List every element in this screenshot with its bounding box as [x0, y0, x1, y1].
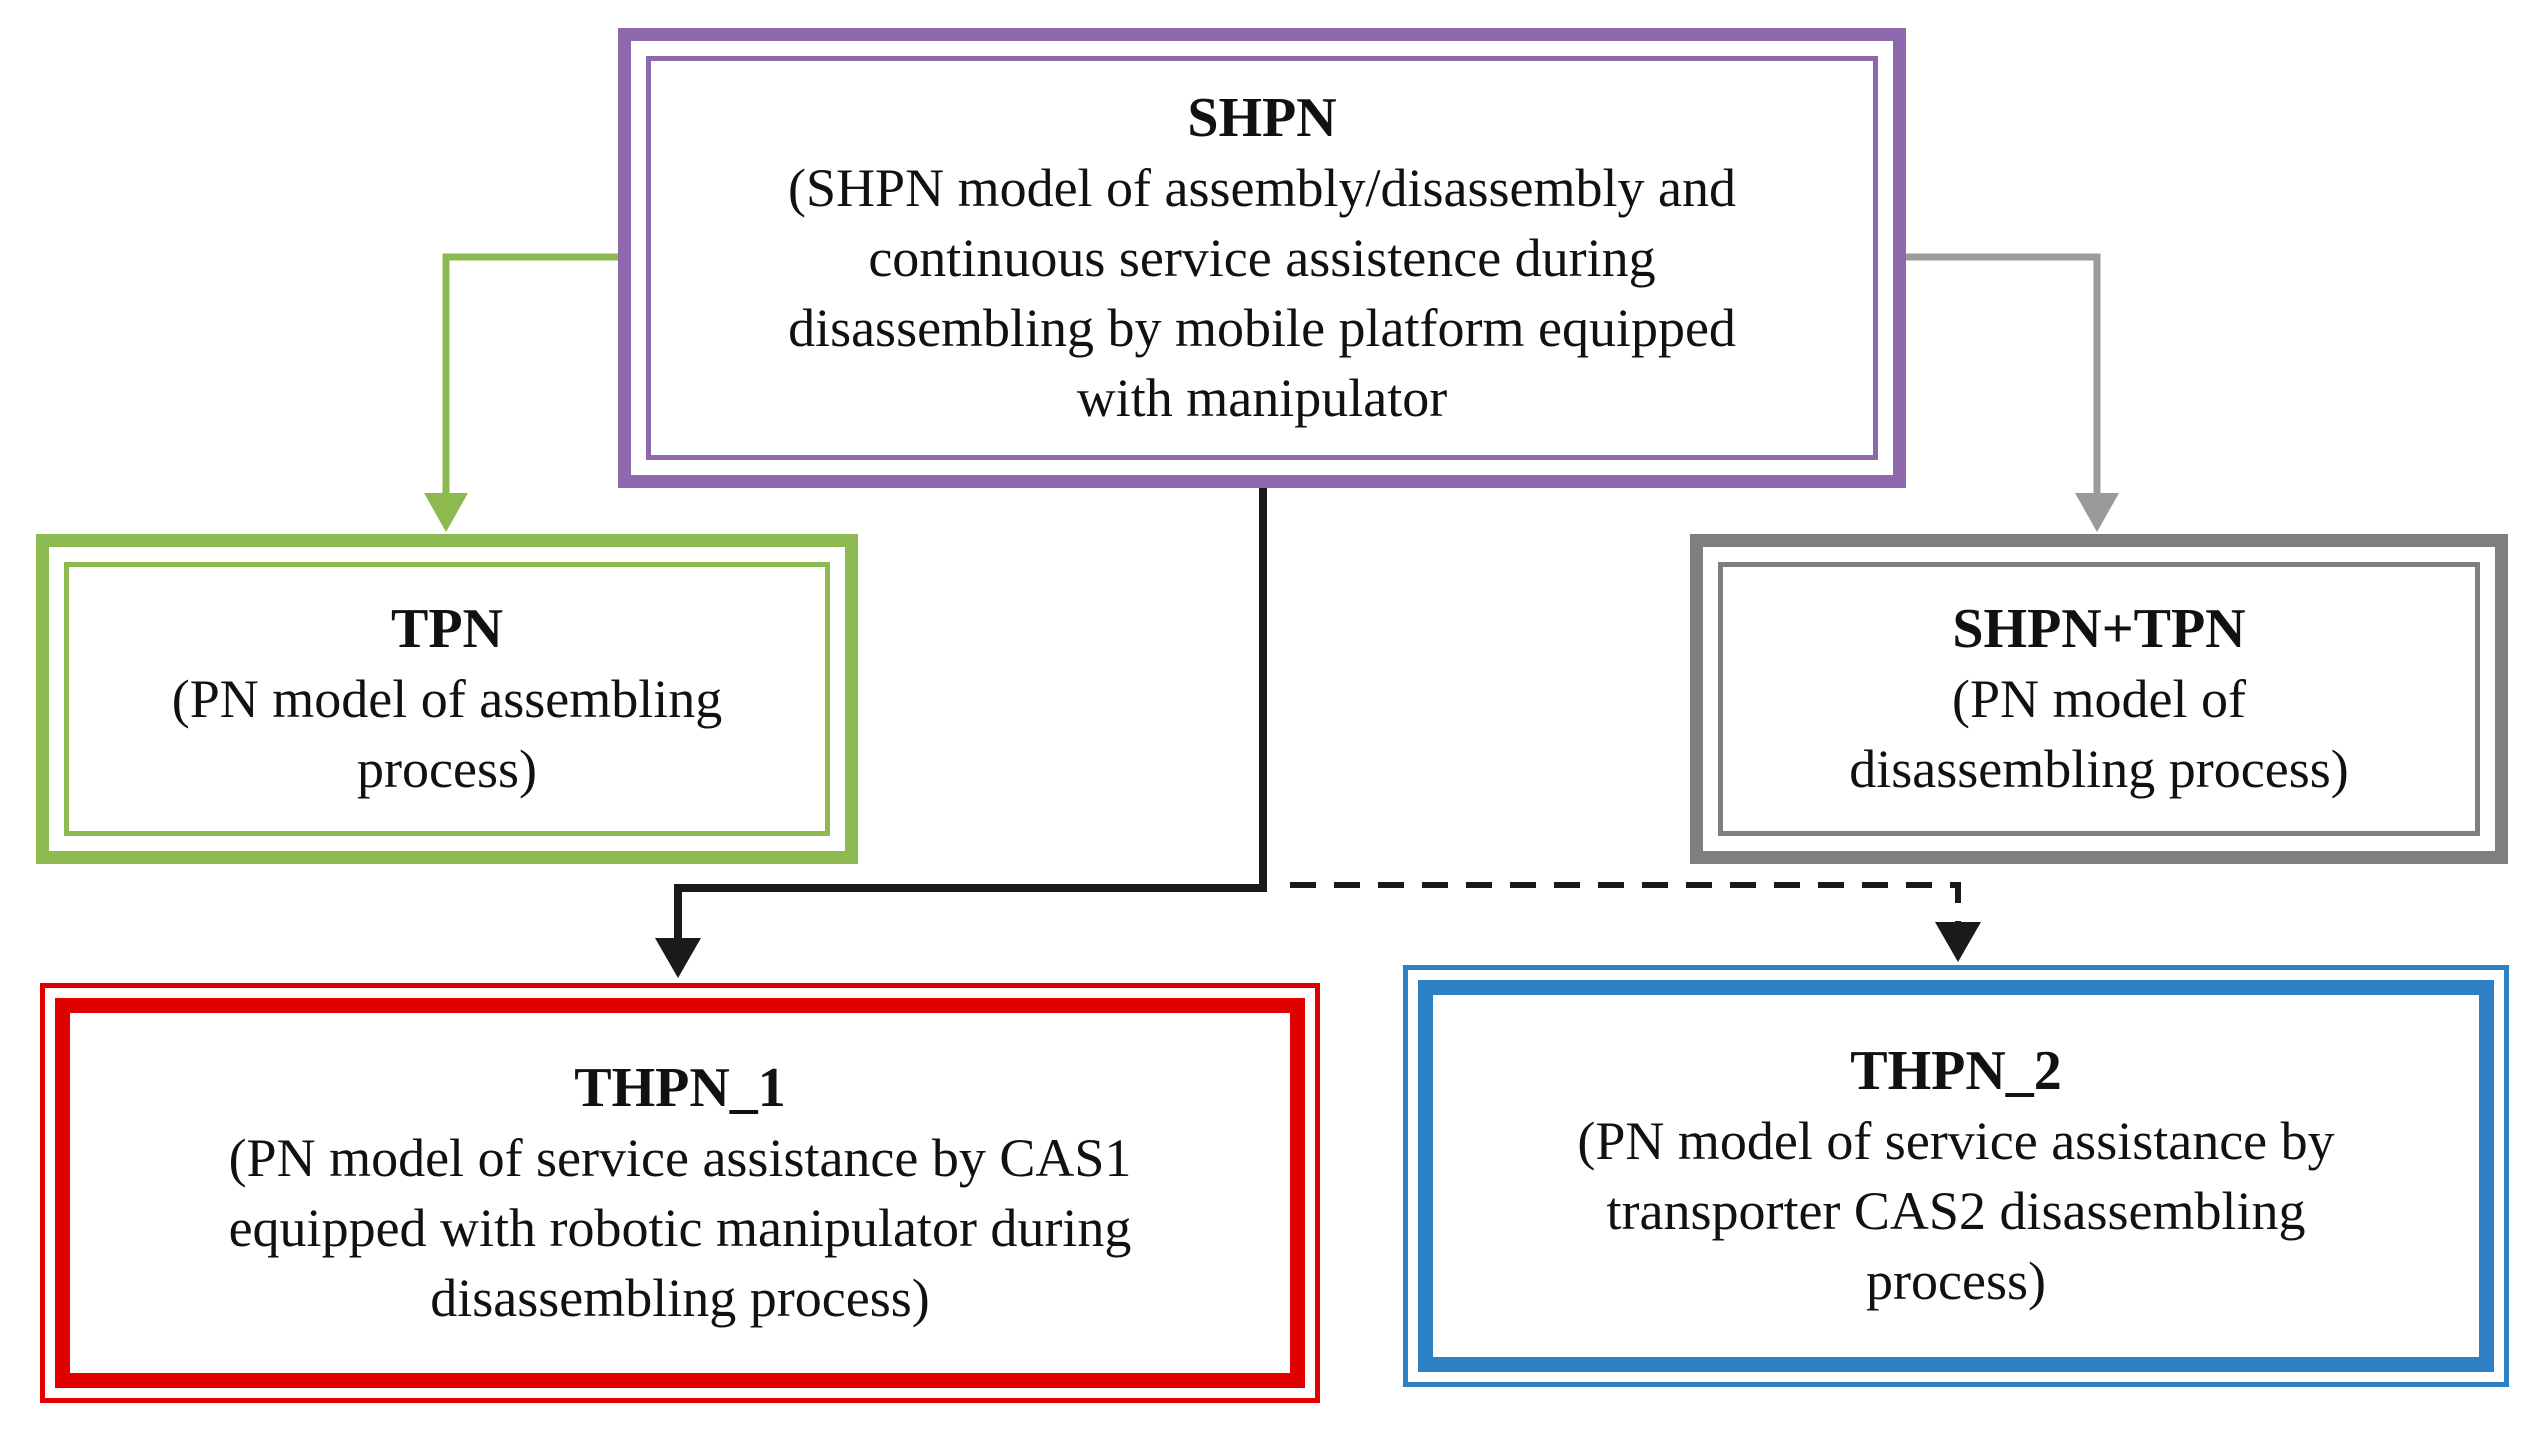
- node-tpn-inner: TPN (PN model of assembling process): [64, 562, 830, 836]
- node-thpn2-inner: THPN_2 (PN model of service assistance b…: [1418, 980, 2494, 1372]
- edge-shpn-to-tpn: [442, 253, 620, 500]
- node-thpn1-line-2: equipped with robotic manipulator during: [228, 1198, 1132, 1258]
- node-shpn-line-3: disassembling by mobile platform equippe…: [788, 298, 1736, 358]
- node-shpn-title: SHPN: [1187, 87, 1337, 149]
- node-shpn: SHPN (SHPN model of assembly/disassembly…: [618, 28, 1906, 488]
- arrowhead-thpn1: [655, 938, 701, 978]
- node-thpn2-title: THPN_2: [1850, 1040, 2062, 1102]
- node-shpn-inner: SHPN (SHPN model of assembly/disassembly…: [646, 56, 1878, 460]
- node-thpn1: THPN_1 (PN model of service assistance b…: [40, 983, 1320, 1403]
- node-shpn-tpn-inner: SHPN+TPN (PN model of disassembling proc…: [1718, 562, 2480, 836]
- edge-shpn-to-shpn-tpn: [1906, 253, 2101, 500]
- node-tpn: TPN (PN model of assembling process): [36, 534, 858, 864]
- arrowhead-tpn: [424, 493, 468, 532]
- node-shpn-line-4: with manipulator: [1076, 368, 1448, 428]
- node-thpn1-line-1: (PN model of service assistance by CAS1: [228, 1128, 1132, 1188]
- node-thpn1-title: THPN_1: [574, 1057, 786, 1119]
- node-shpn-tpn-line-2: disassembling process): [1849, 739, 2349, 799]
- node-shpn-line-1: (SHPN model of assembly/disassembly and: [788, 158, 1736, 218]
- arrowhead-shpn-tpn: [2075, 493, 2119, 532]
- node-thpn2-line-2: transporter CAS2 disassembling: [1606, 1181, 2306, 1241]
- arrowhead-thpn2: [1935, 922, 1981, 962]
- node-shpn-line-2: continuous service assistence during: [868, 228, 1656, 288]
- node-tpn-line-2: process): [357, 739, 537, 799]
- node-thpn1-inner: THPN_1 (PN model of service assistance b…: [55, 998, 1305, 1388]
- node-thpn2-line-3: process): [1866, 1251, 2046, 1311]
- node-shpn-tpn-line-1: (PN model of: [1952, 669, 2246, 729]
- node-thpn2-line-1: (PN model of service assistance by: [1577, 1111, 2335, 1171]
- node-thpn2: THPN_2 (PN model of service assistance b…: [1403, 965, 2509, 1387]
- node-shpn-tpn: SHPN+TPN (PN model of disassembling proc…: [1690, 534, 2508, 864]
- node-thpn1-line-3: disassembling process): [430, 1268, 930, 1328]
- edge-shpn-to-thpn2: [1290, 882, 1961, 922]
- node-tpn-line-1: (PN model of assembling: [171, 669, 723, 729]
- node-tpn-title: TPN: [391, 598, 503, 660]
- node-shpn-tpn-title: SHPN+TPN: [1952, 598, 2246, 660]
